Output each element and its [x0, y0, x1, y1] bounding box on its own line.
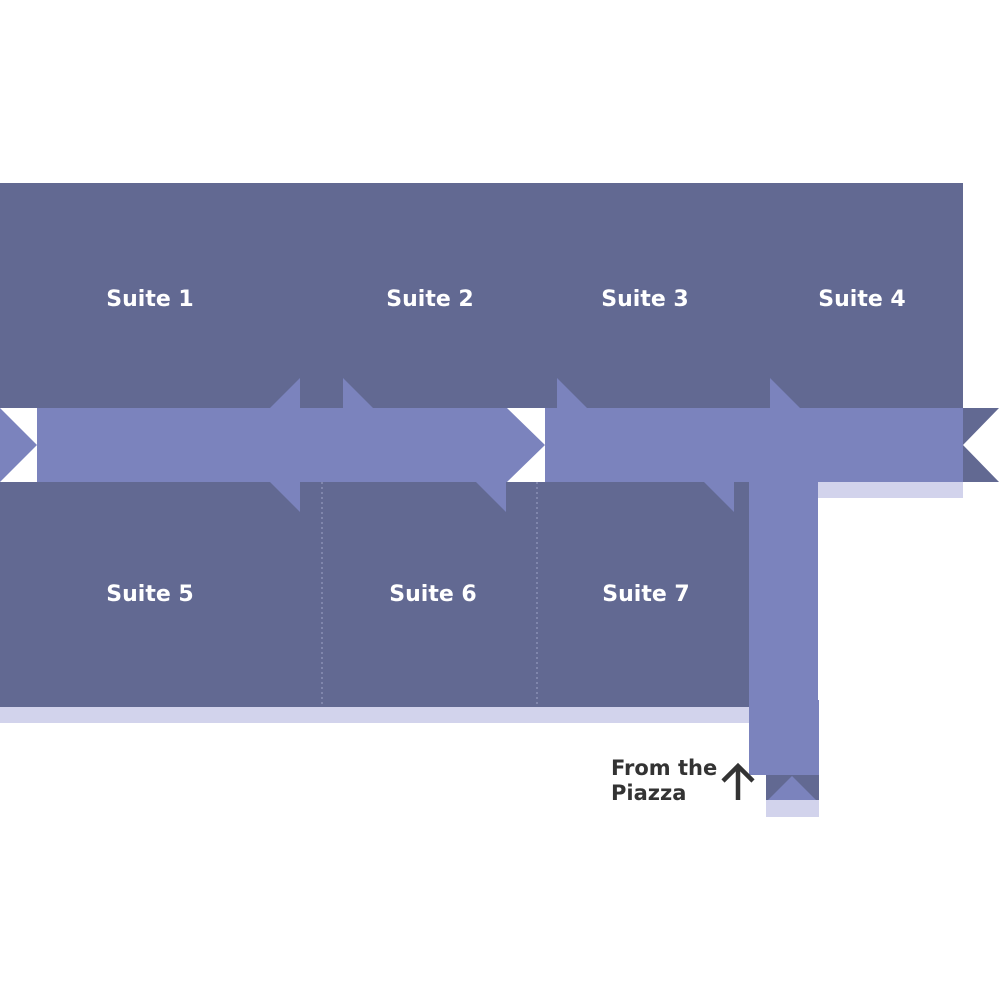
entrance-shadow — [766, 800, 819, 817]
suite-1-label[interactable]: Suite 1 — [106, 287, 193, 312]
upper-right-shadow — [818, 482, 963, 498]
entrance-label-line2: Piazza — [611, 781, 687, 805]
entrance-label: From the Piazza — [611, 756, 717, 806]
lower-suites-block — [0, 482, 749, 707]
corridor-arrow-segment-3 — [545, 378, 963, 775]
suite-5-label[interactable]: Suite 5 — [106, 582, 193, 607]
entrance-label-line1: From the — [611, 756, 718, 780]
corridor-arrow-segment-2 — [300, 378, 545, 512]
lower-building-shadow — [0, 707, 766, 723]
suite-4-label[interactable]: Suite 4 — [818, 287, 905, 312]
entrance-marker-triangle — [768, 776, 816, 800]
corridor-flag-notch — [963, 408, 999, 482]
upper-suites-block — [0, 183, 963, 408]
suite-3-label[interactable]: Suite 3 — [601, 287, 688, 312]
arrow-up-icon — [721, 762, 755, 800]
suite-2-label[interactable]: Suite 2 — [386, 287, 473, 312]
corridor-left-arrow-tip — [0, 408, 37, 482]
corridor-arrow-segment-1 — [37, 378, 300, 512]
suite-6-label[interactable]: Suite 6 — [389, 582, 476, 607]
suite-7-label[interactable]: Suite 7 — [602, 582, 689, 607]
